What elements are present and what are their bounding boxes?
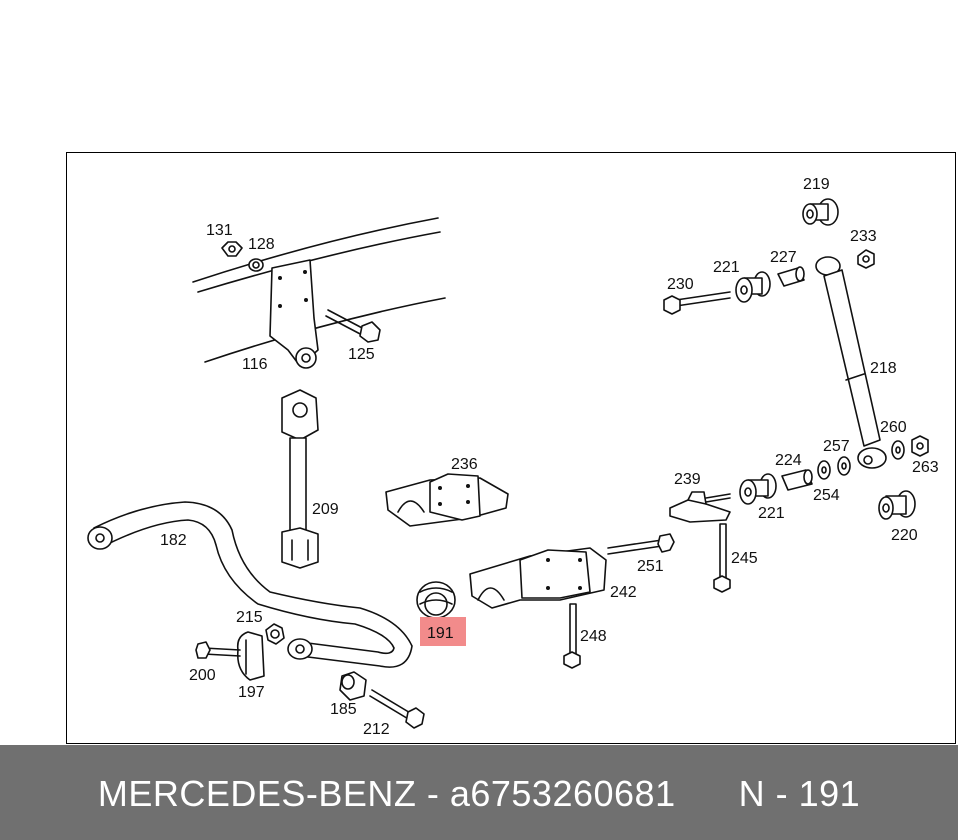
- rubber-bush-191[interactable]: [416, 581, 456, 619]
- parts-diagram: 131 128 116 125 209 182 215 200 197 185 …: [87, 176, 939, 738]
- footer-bar: MERCEDES-BENZ - a6753260681 N - 191: [0, 745, 958, 840]
- bolt-200[interactable]: [195, 641, 241, 659]
- label-236: 236: [451, 456, 478, 473]
- label-260: 260: [880, 419, 907, 436]
- label-116: 116: [242, 356, 268, 373]
- sleeve-224[interactable]: [781, 469, 813, 491]
- sleeve-227[interactable]: [777, 266, 805, 287]
- washer-254[interactable]: [817, 460, 831, 480]
- bracket-236[interactable]: [385, 473, 509, 527]
- label-227: 227: [770, 249, 797, 266]
- nut-263[interactable]: [911, 435, 929, 457]
- label-212: 212: [363, 721, 390, 738]
- label-125: 125: [348, 346, 375, 363]
- bolt-230[interactable]: [663, 291, 731, 315]
- bushing-221-upper[interactable]: [735, 271, 771, 303]
- bolt-125[interactable]: [325, 309, 381, 343]
- bolt-251[interactable]: [607, 533, 675, 555]
- nut-215[interactable]: [265, 623, 285, 645]
- label-131: 131: [206, 222, 233, 239]
- label-220: 220: [891, 527, 918, 544]
- label-224: 224: [775, 452, 802, 469]
- label-263: 263: [912, 459, 939, 476]
- label-257: 257: [823, 438, 850, 455]
- bushing-219[interactable]: [802, 198, 839, 226]
- label-219: 219: [803, 176, 830, 193]
- label-245: 245: [731, 550, 758, 567]
- label-185: 185: [330, 701, 357, 718]
- label-221-upper: 221: [713, 259, 740, 276]
- label-254: 254: [813, 487, 840, 504]
- label-197: 197: [238, 684, 265, 701]
- diagram-frame: [66, 152, 956, 744]
- bracket-116[interactable]: [269, 259, 319, 369]
- washer-257[interactable]: [837, 456, 851, 476]
- bolt-245[interactable]: [713, 523, 731, 593]
- label-251: 251: [637, 558, 664, 575]
- footer-caption: MERCEDES-BENZ - a6753260681 N - 191: [97, 773, 861, 814]
- bolt-248[interactable]: [563, 603, 581, 669]
- washer-128[interactable]: [248, 258, 264, 272]
- label-242: 242: [610, 584, 637, 601]
- washer-260[interactable]: [891, 440, 905, 460]
- label-218: 218: [870, 360, 897, 377]
- label-191: 191: [427, 625, 454, 642]
- label-128: 128: [248, 236, 275, 253]
- bolt-212[interactable]: [369, 689, 425, 729]
- label-209: 209: [312, 501, 339, 518]
- bushing-220[interactable]: [878, 490, 916, 520]
- label-215: 215: [236, 609, 263, 626]
- shock-absorber-218[interactable]: [815, 256, 887, 469]
- clamp-197[interactable]: [236, 631, 265, 681]
- stabilizer-bar-182[interactable]: [87, 501, 413, 668]
- bushing-221-lower[interactable]: [739, 473, 777, 505]
- bushing-185[interactable]: [339, 671, 367, 701]
- label-221-lower: 221: [758, 505, 785, 522]
- part-labels: 131 128 116 125 209 182 215 200 197 185 …: [160, 176, 939, 738]
- label-230: 230: [667, 276, 694, 293]
- label-248: 248: [580, 628, 607, 645]
- link-209[interactable]: [281, 389, 319, 569]
- nut-233[interactable]: [857, 249, 875, 269]
- plate-239[interactable]: [669, 491, 731, 523]
- carrier-242[interactable]: [469, 547, 607, 609]
- label-182: 182: [160, 532, 187, 549]
- label-233: 233: [850, 228, 877, 245]
- nut-131[interactable]: [221, 241, 243, 257]
- highlight-box-191: [420, 617, 466, 646]
- chassis-frame: [192, 217, 446, 363]
- label-200: 200: [189, 667, 216, 684]
- label-239: 239: [674, 471, 701, 488]
